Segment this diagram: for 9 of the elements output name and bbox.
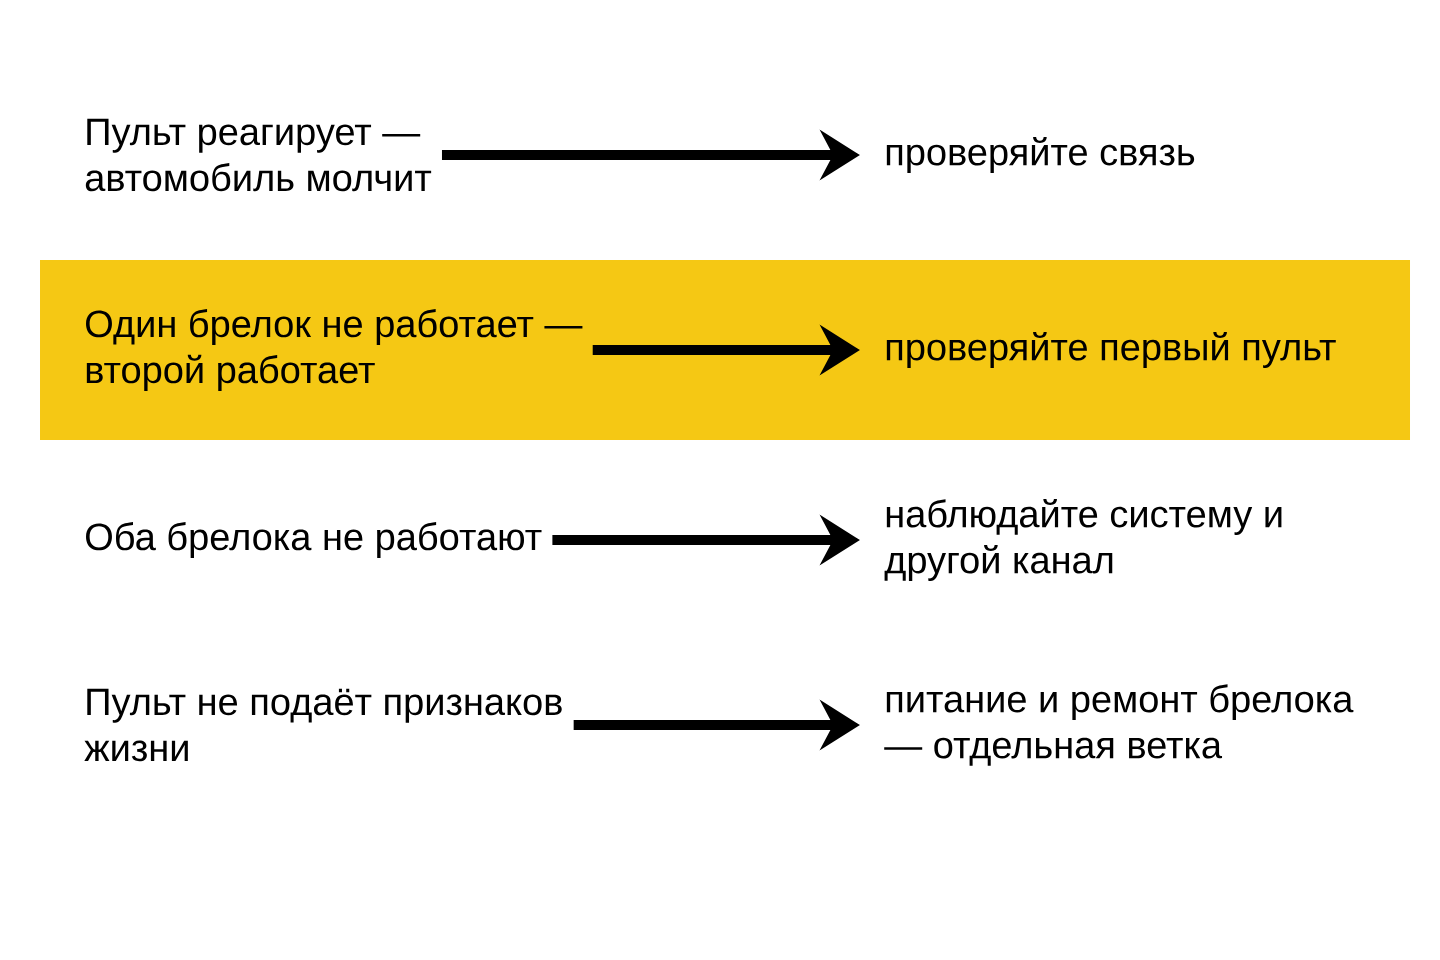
action-text: проверяйте первый пульт [886, 331, 1336, 369]
condition-text: Пульт реагирует — автомобиль молчит [85, 118, 432, 192]
action-text: питание и ремонт брелока — отдельная ветка [884, 684, 1354, 766]
highlight-band [40, 260, 1410, 440]
condition-text: Один брелок не работает — второй работает [86, 309, 583, 391]
condition-text: Оба брелока не работают [86, 522, 542, 558]
action-text: проверяйте связь [886, 136, 1195, 174]
action-text: наблюдайте систему и другой канал [884, 498, 1282, 582]
condition-text: Пульт не подаёт признаков жизни [84, 688, 562, 762]
